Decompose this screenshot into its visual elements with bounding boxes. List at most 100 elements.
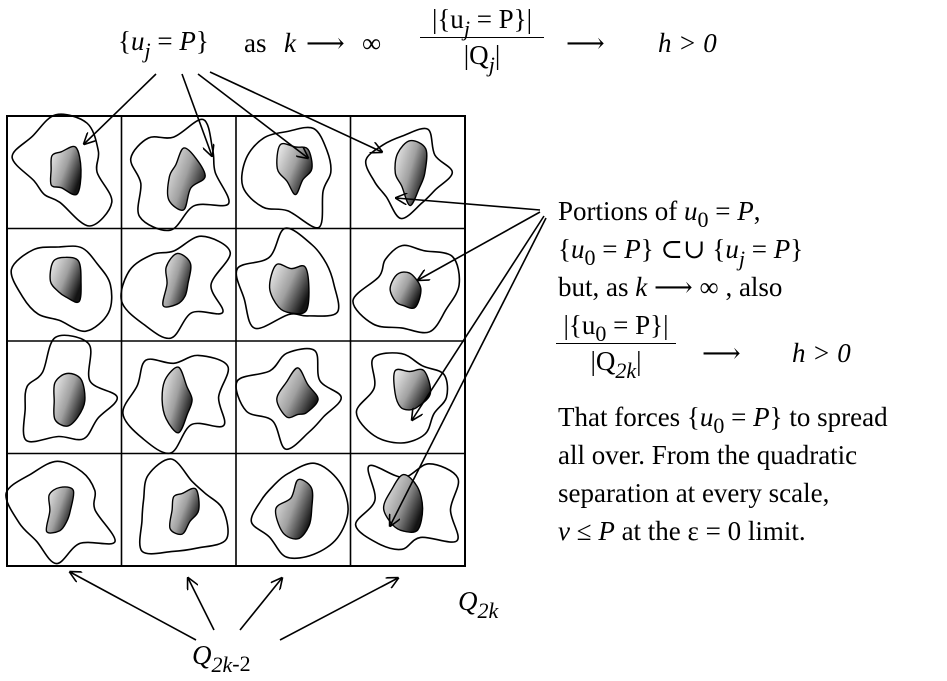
level-set-outline — [235, 347, 342, 450]
grid-cell — [355, 352, 449, 444]
arrow-bottom-1 — [70, 572, 197, 641]
level-set-outline — [5, 460, 116, 565]
level-set-outline — [22, 334, 119, 443]
arrow-top-1 — [84, 73, 157, 144]
grid-cell — [352, 244, 461, 334]
shaded-region-u-equals-p — [394, 139, 428, 207]
grid-lines — [7, 116, 465, 566]
top-fraction-numerator: |{uj = P}| — [431, 4, 533, 41]
brace-right: } — [195, 26, 209, 56]
shaded-region-u-equals-p — [45, 486, 75, 534]
grid-cell — [22, 334, 119, 443]
level-set-outline — [235, 227, 340, 330]
equals: = — [150, 26, 180, 56]
level-set-outline — [10, 245, 113, 333]
level-set-outline — [352, 244, 461, 334]
infinity-symbol: ∞ — [362, 28, 382, 58]
shaded-region-u-equals-p — [168, 487, 200, 536]
shaded-region-u-equals-p — [274, 478, 314, 540]
top-caption-arrow: ⟶ — [306, 30, 345, 57]
level-set-outline — [355, 352, 449, 444]
top-caption-arrow-2: ⟶ — [566, 30, 605, 57]
shaded-region-u-equals-p — [276, 367, 319, 419]
side-fraction-denominator: |Q2k| — [590, 346, 642, 383]
label-q2k: Q2k — [458, 586, 499, 623]
side-line-5: That forces {u0 = P} to spread — [558, 402, 888, 438]
bottom-arrows — [70, 572, 398, 641]
brace-left: { — [118, 26, 131, 56]
arrow-top-3 — [197, 73, 308, 158]
arrow-bottom-3 — [239, 578, 282, 631]
grid-cell — [129, 118, 230, 232]
label-q2k-2: Q2k-2 — [192, 640, 251, 677]
side-line-1: Portions of u0 = P, — [558, 196, 761, 232]
level-set-outline — [129, 118, 230, 232]
level-set-outline — [120, 235, 232, 340]
grid-cell — [10, 245, 113, 333]
arrow-bottom-2 — [188, 578, 215, 631]
top-fraction: |{uj = P}| |Qj| — [420, 4, 544, 77]
var-k: k — [284, 28, 296, 58]
side-line-7: separation at every scale, — [558, 478, 830, 508]
level-set-outline — [364, 127, 454, 220]
arrow-side-2 — [418, 211, 541, 280]
shaded-region-u-equals-p — [53, 372, 86, 427]
shaded-region-u-equals-p — [389, 271, 422, 310]
grid-cell — [5, 460, 116, 565]
level-set-outline — [250, 462, 349, 560]
arrow-2: ⟶ — [566, 28, 605, 58]
grid-cell — [138, 458, 229, 555]
grid-cell — [235, 347, 342, 450]
h-positive: h > 0 — [658, 28, 717, 58]
shaded-region-u-equals-p — [393, 368, 432, 411]
grid-cell — [354, 462, 460, 551]
side-fraction-numerator: |{u0 = P}| — [563, 310, 669, 346]
shaded-region-u-equals-p — [162, 252, 192, 308]
arrow-side-4 — [390, 217, 547, 526]
shaded-region-u-equals-p — [161, 366, 193, 434]
level-set-outline — [11, 113, 113, 227]
side-line-8: v ≤ P at the ε = 0 limit. — [558, 516, 806, 546]
arrow-side-1 — [396, 198, 541, 211]
level-set-outline — [122, 354, 230, 455]
top-caption-set: {uj = P} — [118, 26, 209, 62]
shaded-region-u-equals-p — [49, 145, 82, 196]
var-P: P — [179, 26, 196, 56]
level-set-outline — [354, 462, 460, 551]
grid-cell — [11, 113, 113, 227]
shaded-region-u-equals-p — [49, 256, 82, 304]
side-fraction: |{u0 = P}| |Q2k| — [556, 310, 676, 383]
fraction-bar — [420, 37, 544, 38]
level-set-outline — [138, 458, 229, 555]
grid-cells — [5, 113, 461, 565]
top-caption-as: as — [244, 30, 267, 57]
side-fraction-h: h > 0 — [792, 338, 851, 368]
sub-j: j — [144, 38, 151, 63]
top-caption-k: k — [284, 30, 296, 57]
top-fraction-denominator: |Qj| — [463, 40, 501, 77]
top-caption-infinity: ∞ — [362, 30, 381, 57]
limit-arrow: ⟶ — [306, 28, 345, 58]
side-line-3: but, as k ⟶ ∞ , also — [558, 272, 783, 302]
side-line-2: {u0 = P} ⊂∪ {uj = P} — [558, 234, 804, 271]
as-word: as — [244, 28, 267, 58]
side-fraction-bar — [556, 343, 676, 344]
top-caption-h: h > 0 — [658, 30, 717, 57]
arrow-side-3 — [412, 215, 545, 420]
side-arrows — [390, 198, 547, 526]
grid-cell — [364, 127, 454, 220]
grid-cell — [120, 235, 232, 340]
shaded-region-u-equals-p — [382, 473, 424, 534]
arrow-bottom-4 — [279, 578, 398, 641]
side-fraction-arrow: ⟶ — [702, 338, 741, 368]
level-set-outline — [240, 126, 332, 229]
grid-cell — [250, 462, 349, 560]
grid-cell — [235, 227, 340, 330]
shaded-region-u-equals-p — [166, 147, 206, 211]
arrow-top-2 — [181, 73, 212, 156]
side-line-6: all over. From the quadratic — [558, 440, 858, 470]
shaded-region-u-equals-p — [268, 263, 310, 315]
top-arrows — [84, 71, 382, 158]
grid-cell — [122, 354, 230, 455]
